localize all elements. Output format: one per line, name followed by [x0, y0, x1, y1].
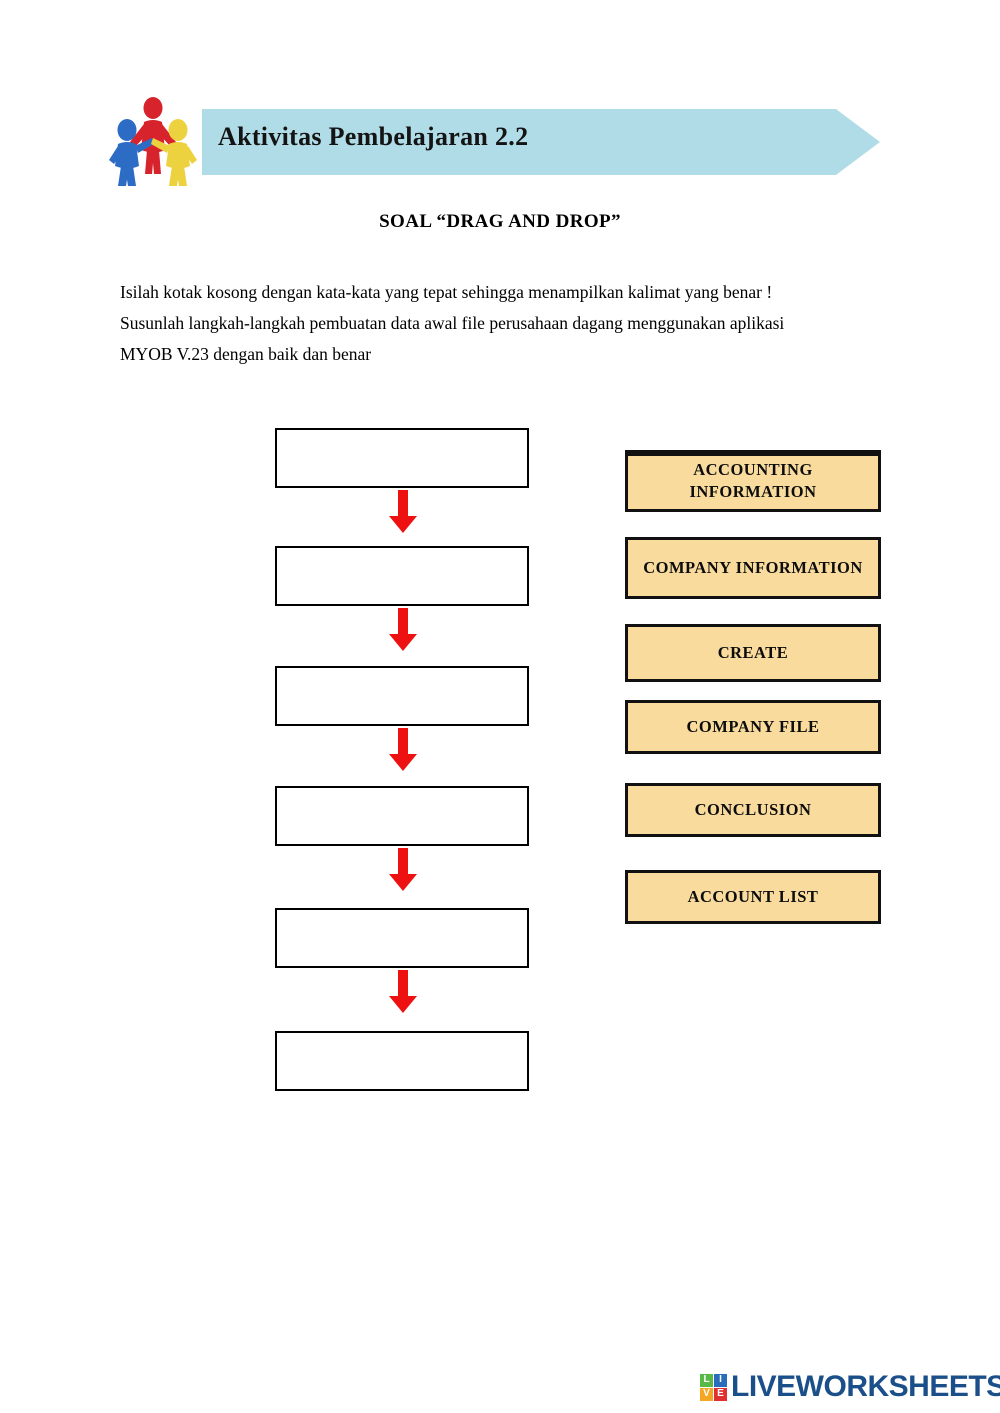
flow-arrow-down-icon-5 — [388, 970, 418, 1014]
flowchart-drop-box-6[interactable] — [275, 1031, 529, 1091]
logo-tile-i: I — [714, 1373, 727, 1387]
option-company-file[interactable]: COMPANY FILE — [625, 700, 881, 754]
liveworksheets-logo: L I V E LIVEWORKSHEETS — [700, 1368, 1000, 1406]
flow-arrow-down-icon-1 — [388, 490, 418, 534]
three-people-holding-hands-icon — [108, 94, 198, 188]
option-create[interactable]: CREATE — [625, 624, 881, 682]
flowchart-drop-box-2[interactable] — [275, 546, 529, 606]
liveworksheets-wordmark: LIVEWORKSHEETS — [731, 1370, 1000, 1403]
page-title: Aktivitas Pembelajaran 2.2 — [218, 122, 529, 151]
flow-arrow-down-icon-4 — [388, 848, 418, 892]
flowchart-drop-box-4[interactable] — [275, 786, 529, 846]
instructions-block: Isilah kotak kosong dengan kata-kata yan… — [120, 277, 910, 370]
header-banner: Aktivitas Pembelajaran 2.2 — [108, 94, 880, 188]
banner-chevron-shape — [202, 109, 880, 175]
noop — [625, 450, 881, 456]
flowchart-drop-box-5[interactable] — [275, 908, 529, 968]
logo-tile-v: V — [700, 1387, 713, 1401]
instruction-line-1: Isilah kotak kosong dengan kata-kata yan… — [120, 282, 773, 302]
flowchart-drop-box-1[interactable] — [275, 428, 529, 488]
flow-arrow-down-icon-2 — [388, 608, 418, 652]
option-account-list[interactable]: ACCOUNT LIST — [625, 870, 881, 924]
flowchart-drop-box-3[interactable] — [275, 666, 529, 726]
liveworksheets-tiles-icon: L I V E — [700, 1373, 727, 1401]
logo-tile-l: L — [700, 1373, 713, 1387]
option-accounting-information[interactable]: ACCOUNTING INFORMATION — [625, 450, 881, 512]
logo-tile-e: E — [714, 1387, 727, 1401]
flow-arrow-down-icon-3 — [388, 728, 418, 772]
option-company-information[interactable]: COMPANY INFORMATION — [625, 537, 881, 599]
option-conclusion[interactable]: CONCLUSION — [625, 783, 881, 837]
section-heading: SOAL “DRAG AND DROP” — [379, 211, 621, 232]
instruction-line-2: Susunlah langkah-langkah pembuatan data … — [120, 313, 785, 333]
instruction-line-3: MYOB V.23 dengan baik dan benar — [120, 344, 372, 364]
